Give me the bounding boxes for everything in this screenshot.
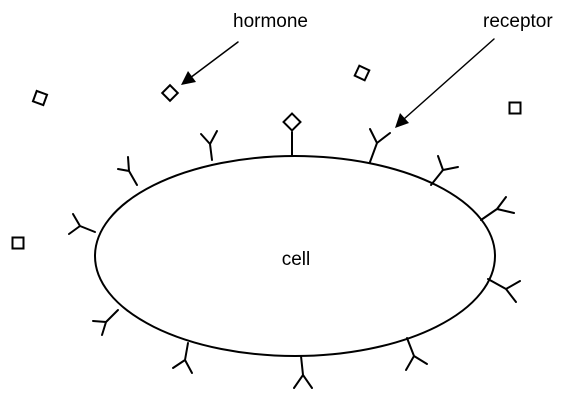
free-hormone (13, 238, 24, 249)
hormone-arrow (181, 42, 238, 85)
receptor (431, 156, 458, 185)
free-hormone (510, 103, 521, 114)
free-hormone (162, 85, 178, 101)
receptor (370, 129, 390, 162)
cell-label: cell (282, 249, 311, 270)
receptor (406, 338, 427, 370)
receptor-label: receptor (483, 11, 553, 32)
receptor (488, 279, 520, 302)
hormone-label: hormone (233, 11, 308, 32)
receptor (201, 131, 217, 160)
receptor (93, 310, 118, 335)
receptor (118, 157, 137, 185)
receptor (69, 214, 95, 234)
receptor (481, 197, 514, 220)
free-hormone (355, 66, 370, 81)
receptor (173, 343, 192, 373)
receptor-arrow (395, 39, 494, 128)
bound-hormone (284, 114, 301, 156)
free-hormone (33, 91, 47, 105)
receptor (294, 356, 312, 388)
